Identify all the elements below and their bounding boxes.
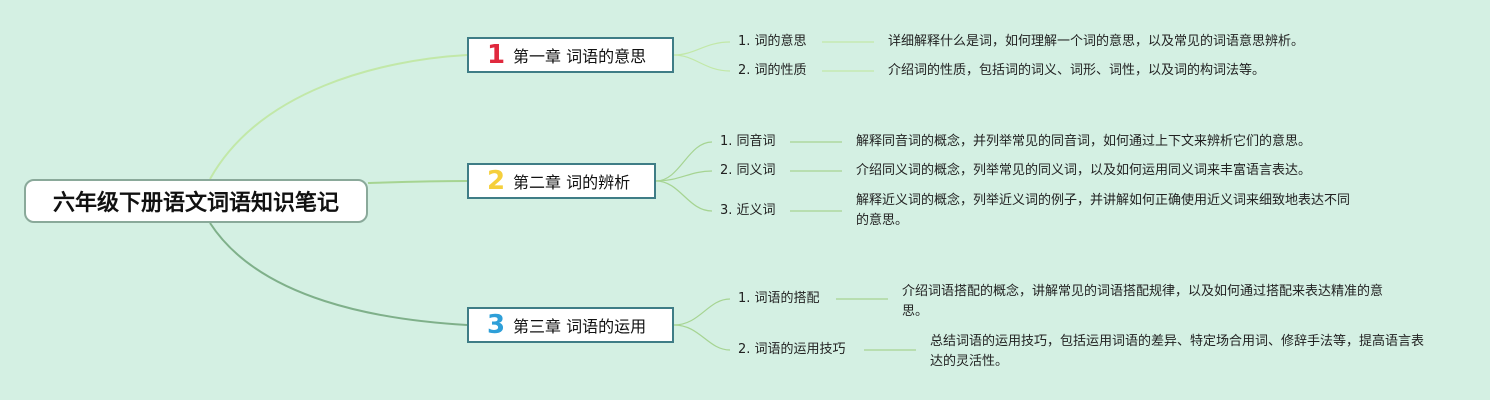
chapter-2-number-icon: 2: [486, 166, 506, 196]
connector-ch1-topic-2: [673, 54, 731, 72]
chapter-1-topic-2-desc: 介绍词的性质，包括词的词义、词形、词性，以及词的构词法等。: [888, 63, 1266, 78]
chapter-3-topic-1[interactable]: 1. 词语的搭配: [738, 291, 820, 306]
chapter-1-title: 第一章 词语的意思: [513, 47, 647, 66]
connector-ch2-topic-2: [655, 170, 713, 182]
chapter-1-node[interactable]: 1 第一章 词语的意思: [467, 37, 674, 73]
chapter-2-topic-3-desc: 解释近义词的概念，列举近义词的例子，并讲解如何正确使用近义词来细致地表达不同的意…: [856, 193, 1351, 228]
connector-root-chapter-2: [367, 180, 468, 184]
connector-ch1-topic-1: [673, 41, 731, 56]
connector-root-chapter-1: [209, 54, 468, 180]
connector-ch2-topic-1: [655, 141, 713, 182]
chapter-2-topic-1[interactable]: 1. 同音词: [720, 134, 776, 149]
chapter-1-number-icon: 1: [486, 40, 506, 70]
chapter-3-number-icon: 3: [486, 310, 506, 340]
chapter-3-node[interactable]: 3 第三章 词语的运用: [467, 307, 674, 343]
chapter-1-topic-1[interactable]: 1. 词的意思: [738, 34, 807, 49]
chapter-3-topic-2-desc: 总结词语的运用技巧，包括运用词语的差异、特定场合用词、修辞手法等，提高语言表达的…: [930, 334, 1425, 369]
connector-ch3-topic-2: [673, 324, 731, 351]
chapter-3-topic-1-desc: 介绍词语搭配的概念，讲解常见的词语搭配规律，以及如何通过搭配来表达精准的意思。: [902, 284, 1384, 319]
connector-root-chapter-3: [209, 222, 468, 326]
chapter-2-topic-2-desc: 介绍同义词的概念，列举常见的同义词，以及如何运用同义词来丰富语言表达。: [856, 163, 1312, 178]
chapter-3-title: 第三章 词语的运用: [513, 317, 647, 336]
connector-ch3-topic-1: [673, 298, 731, 326]
connector-ch2-topic-3: [655, 180, 713, 212]
chapter-2-topic-3[interactable]: 3. 近义词: [720, 203, 776, 218]
chapter-2-node[interactable]: 2 第二章 词的辨析: [467, 163, 656, 199]
chapter-2-topic-1-desc: 解释同音词的概念，并列举常见的同音词，如何通过上下文来辨析它们的意思。: [856, 134, 1312, 149]
chapter-3-topic-2[interactable]: 2. 词语的运用技巧: [738, 342, 846, 357]
chapter-2-title: 第二章 词的辨析: [513, 173, 631, 192]
root-node[interactable]: 六年级下册语文词语知识笔记: [24, 179, 368, 223]
chapter-1-topic-1-desc: 详细解释什么是词，如何理解一个词的意思，以及常见的词语意思辨析。: [888, 34, 1305, 49]
chapter-1-topic-2[interactable]: 2. 词的性质: [738, 63, 807, 78]
chapter-2-topic-2[interactable]: 2. 同义词: [720, 163, 776, 178]
